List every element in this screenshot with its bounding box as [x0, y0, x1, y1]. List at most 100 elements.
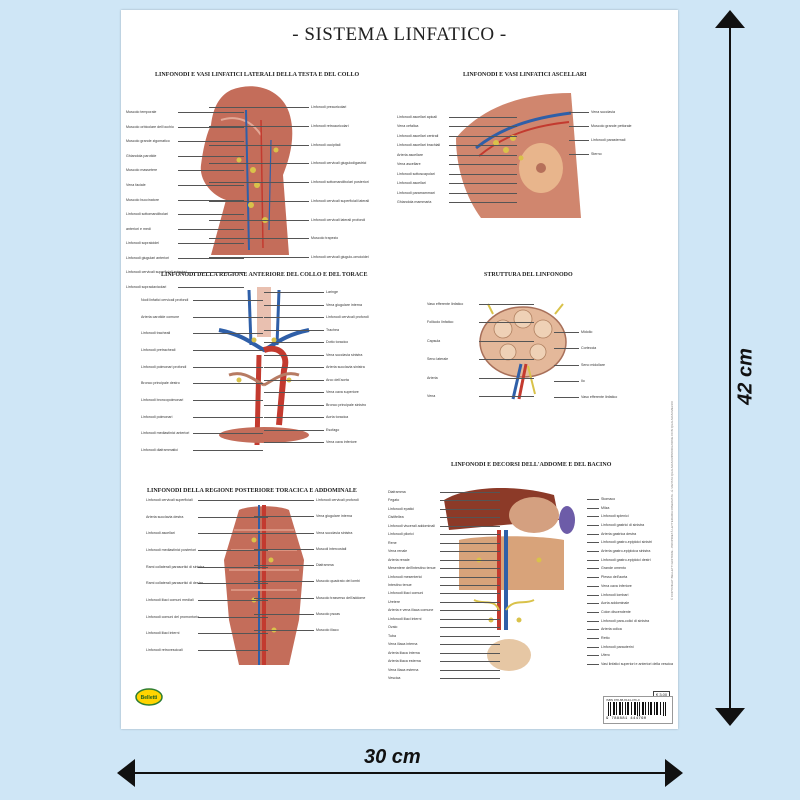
leader-line: [440, 568, 500, 570]
panel-lymphnode-title: STRUTTURA DEL LINFONODO: [484, 272, 573, 278]
leader-line: [554, 397, 579, 398]
anatomy-label: Rene: [388, 540, 397, 545]
copyright-side-text: © COPYRIGHT BELLETTI EDITORE - PROPRIETÀ…: [670, 401, 674, 600]
anatomy-label: Muscolo iliaco: [316, 628, 339, 632]
leader-line: [198, 650, 268, 651]
anatomy-label: Linfonodi preauricolari: [311, 105, 347, 109]
anatomy-label: Linfonodi para-colici di sinistra: [601, 618, 650, 623]
anatomy-label: Linfonodi gastro-epiploici sinistri: [601, 540, 652, 545]
anatomy-label: Linfonodi occipitali: [311, 142, 341, 147]
posterior-thorax-illustration: [224, 505, 304, 665]
anatomy-label: Follicolo linfatico: [427, 320, 454, 325]
anatomy-label: Linfonodi sottomandibolari posteriori: [311, 180, 369, 184]
anatomy-label: Diaframma: [316, 563, 334, 567]
anatomy-label: Linfonodi retroauricolari: [311, 123, 349, 128]
leader-line: [479, 304, 534, 305]
leader-line: [198, 633, 268, 635]
leader-line: [178, 272, 244, 274]
publisher-logo: Belletti: [135, 688, 163, 706]
anatomy-label: Arteria colica: [601, 627, 622, 632]
leader-line: [209, 163, 309, 165]
anatomy-label: Vena ascellare: [397, 162, 421, 167]
anatomy-label: Vena cava inferiore: [326, 440, 357, 444]
leader-line: [440, 627, 500, 629]
anatomy-label: Linfonodi ascellari apicali: [397, 115, 437, 119]
leader-line: [440, 576, 500, 578]
anatomy-label: Linfonodi ascellari brachiali: [397, 143, 441, 148]
height-dimension-arrow: [715, 10, 745, 726]
anatomy-label: Vaso efferente linfatico: [427, 302, 464, 306]
panel-posterior-thorax-title: LINFONODI DELLA REGIONE POSTERIORE TORAC…: [147, 488, 357, 494]
anatomy-label: Linfonodi comuni del promontorio: [146, 614, 200, 619]
anatomy-label: Vena giugulare interna: [326, 302, 362, 307]
barcode-digits: 9 788881 444760: [606, 717, 647, 721]
leader-line: [178, 199, 244, 201]
anatomy-label: Vena: [427, 394, 436, 398]
head-neck-illustration: [200, 86, 293, 255]
anatomy-label: Linfonodi iliaci interni: [388, 616, 422, 621]
leader-line: [440, 601, 500, 603]
anatomy-label: Grande omento: [601, 566, 626, 571]
leader-line: [178, 287, 244, 288]
leader-line: [449, 135, 517, 137]
anatomy-label: Rami collaterali parasortici di sinistra: [146, 564, 205, 569]
leader-line: [587, 620, 599, 622]
anatomy-label: Muscolo quadrato dei lombi: [316, 579, 360, 584]
leader-line: [440, 635, 500, 637]
leader-line: [440, 585, 500, 586]
leader-line: [569, 112, 589, 113]
anatomy-label: Linfonodi tracheali: [141, 331, 171, 336]
leader-line: [254, 630, 314, 631]
leader-line: [264, 417, 324, 418]
anatomy-label: Linfonodi parauterini: [601, 644, 634, 649]
anatomy-label: Arteria gastrica destra: [601, 531, 637, 536]
leader-line: [254, 548, 314, 550]
panel-anterior-thorax-title: LINFONODI DELLA REGIONE ANTERIORE DEL CO…: [161, 272, 368, 278]
leader-line: [569, 154, 589, 155]
anatomy-label: Vaso efferente linfatico: [581, 395, 618, 399]
leader-line: [440, 669, 500, 671]
anatomy-label: Muscoli intercostali: [316, 546, 347, 551]
leader-line: [587, 585, 599, 587]
anatomy-label: Linfonodi iliaci interni: [146, 631, 180, 636]
anatomy-label: Trachea: [326, 327, 340, 332]
leader-line: [198, 500, 268, 501]
anatomy-label: Arteria gastro-epiploica sinistra: [601, 549, 651, 554]
leader-line: [440, 559, 500, 561]
leader-line: [209, 200, 309, 202]
leader-line: [264, 367, 324, 368]
leader-line: [264, 429, 324, 431]
anatomy-label: Linfonodi epatici: [388, 506, 414, 511]
anatomy-label: Linfonodi cervicali giugulodigastrici: [311, 161, 367, 166]
anatomy-label: Linfonodi mediastinici anteriori: [141, 431, 190, 436]
barcode: ISBN 978-88-8144-476-0 9 788881 444760: [603, 696, 673, 724]
anatomy-label: Muscolo grande zigomatico: [126, 139, 170, 144]
anatomy-label: Linfonodi viscerali addominali: [388, 523, 435, 528]
anatomy-label: Vasi linfatici superiori e anteriori del…: [601, 662, 674, 666]
anatomy-label: Linfonodi cervicali profondi: [316, 498, 359, 502]
leader-line: [178, 257, 244, 259]
anatomy-label: Capsula: [427, 338, 441, 343]
axilla-illustration: [456, 93, 581, 218]
leader-line: [198, 566, 268, 568]
anatomy-label: Linfonodi mediastinici posteriori: [146, 548, 197, 552]
leader-line: [209, 219, 309, 221]
leader-line: [198, 533, 268, 535]
anatomy-label: Linfonodi broncopolmonari: [141, 398, 184, 402]
anatomy-label: Linfonodi lombari: [601, 592, 629, 597]
leader-line: [264, 292, 324, 293]
anatomy-label: Corteccia: [581, 346, 597, 351]
leader-line: [209, 257, 309, 258]
leader-line: [479, 396, 534, 397]
leader-line: [440, 593, 500, 595]
leader-line: [587, 533, 599, 535]
leader-line: [569, 126, 589, 127]
leader-line: [178, 112, 244, 113]
leader-line: [254, 613, 314, 615]
leader-line: [264, 392, 324, 393]
anatomy-label: Mesentere dell'intestino tenue: [388, 566, 436, 571]
leader-line: [554, 380, 579, 382]
anatomy-label: Bronco principale destro: [141, 381, 180, 386]
leader-line: [440, 534, 500, 536]
anatomy-label: Diaframma: [388, 490, 406, 494]
